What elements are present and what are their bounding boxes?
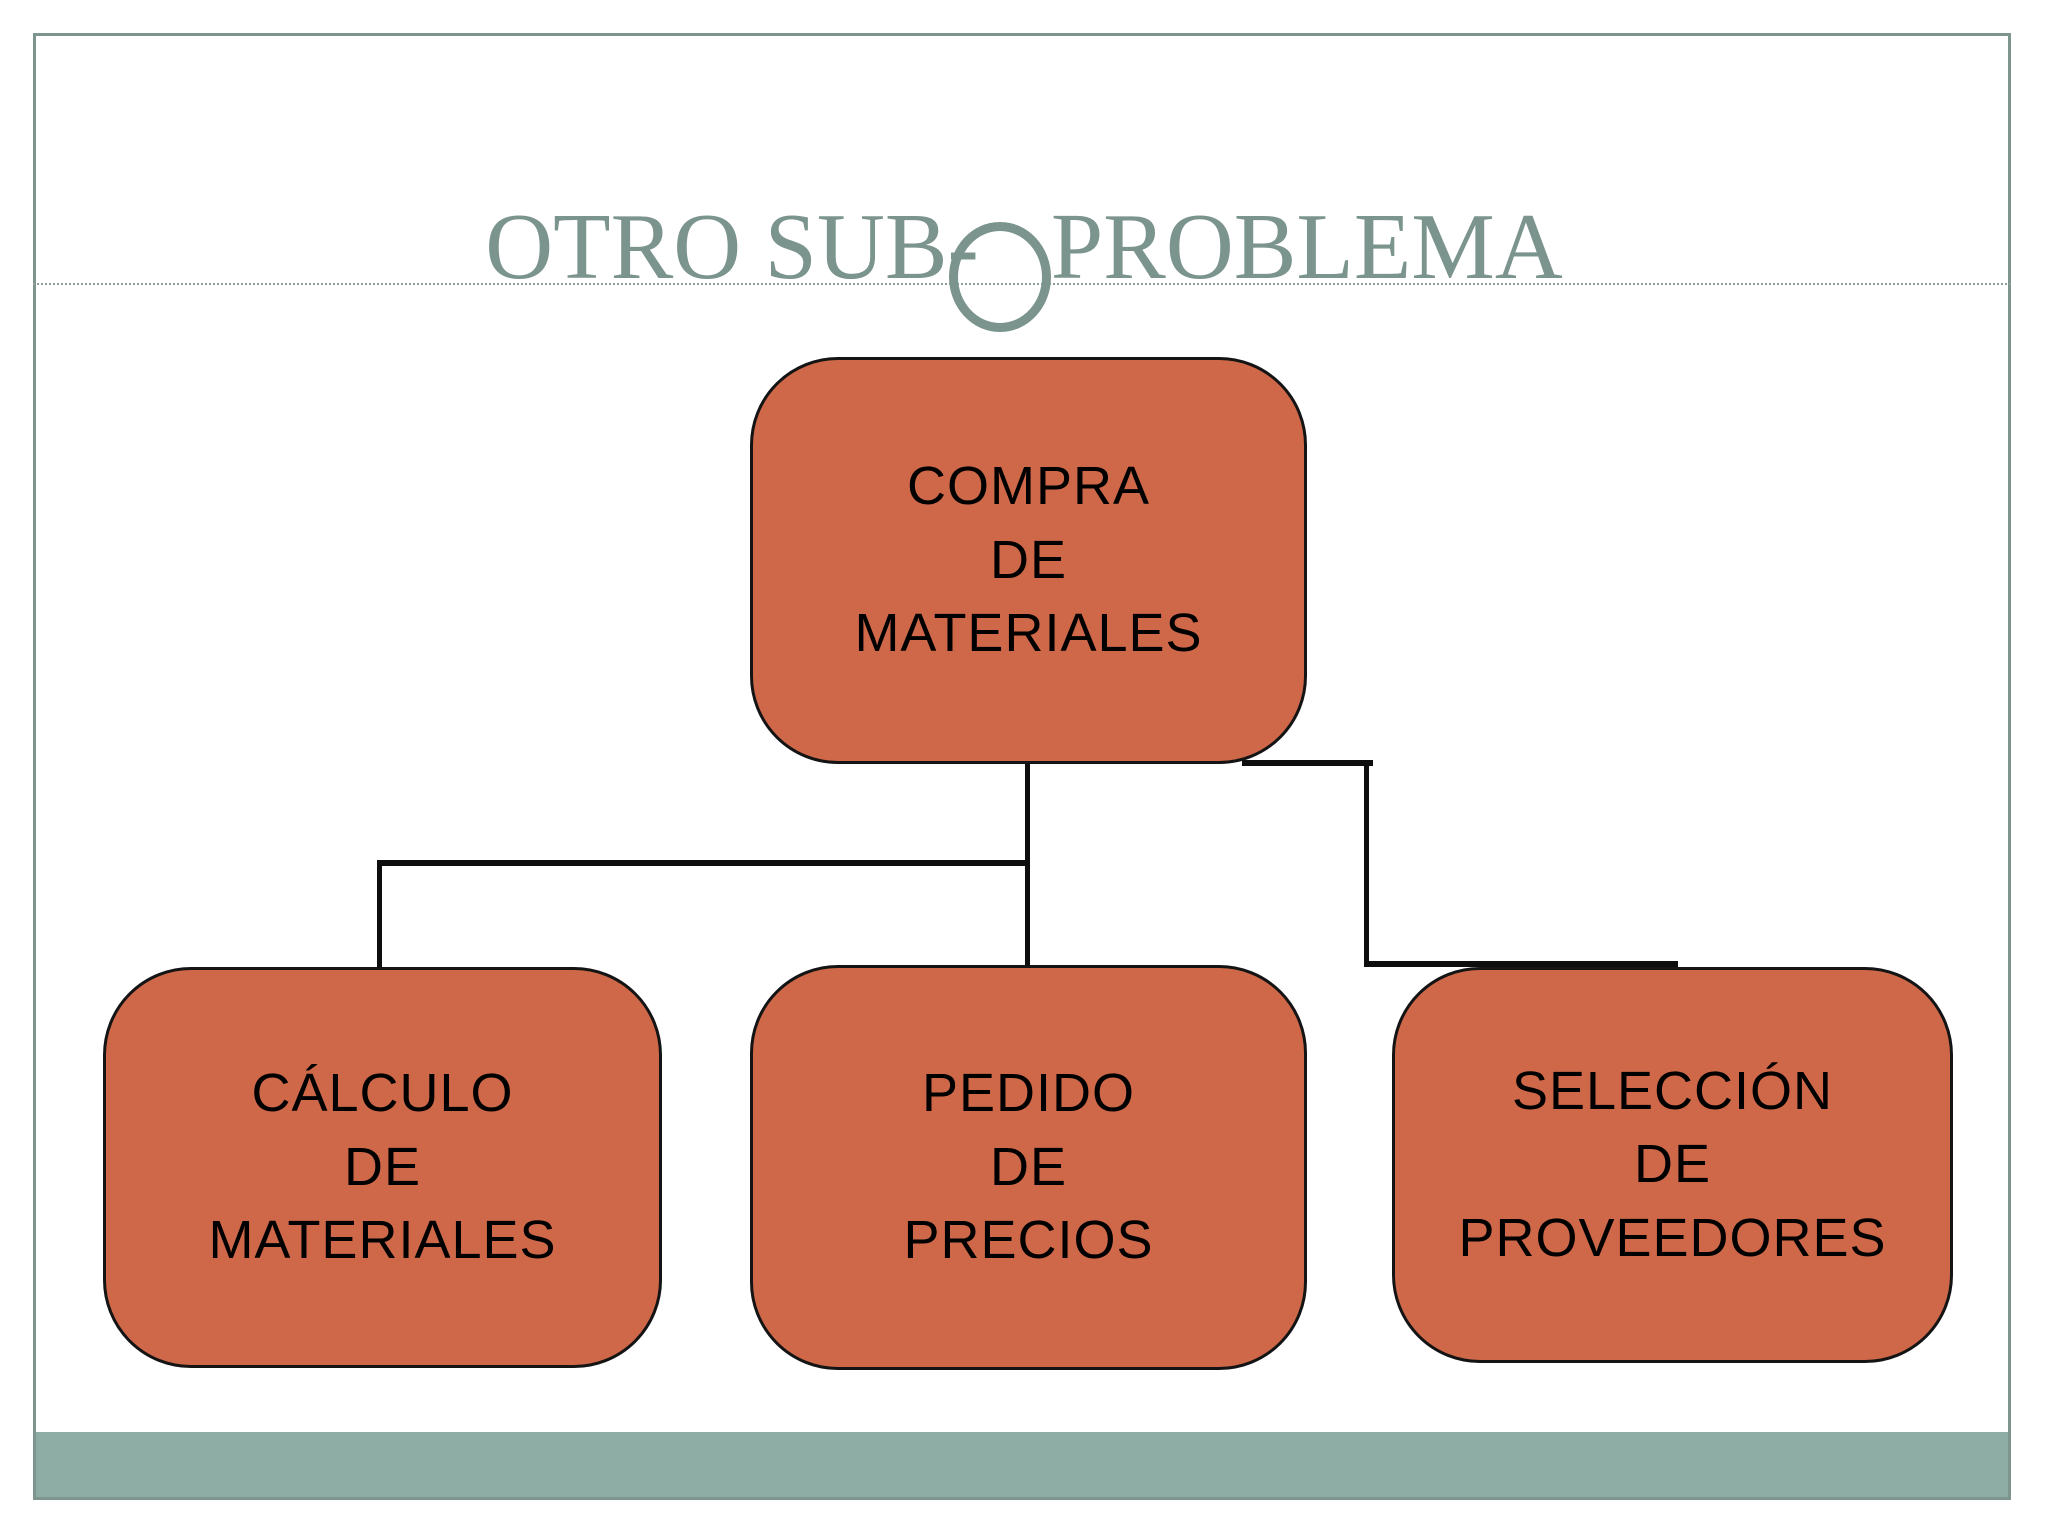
node-pedido-de-precios: PEDIDO DE PRECIOS xyxy=(750,965,1307,1370)
bottom-accent-bar xyxy=(36,1432,2008,1497)
node-compra-de-materiales: COMPRA DE MATERIALES xyxy=(750,357,1307,764)
connector-left-branch-vertical xyxy=(377,860,382,969)
connector-left-branch-horizontal xyxy=(377,860,1030,866)
page-title-text-before-ring: OTRO SUB- xyxy=(485,195,979,299)
slide-frame-border xyxy=(33,33,2011,1500)
ring-decoration-icon xyxy=(948,222,1051,332)
node-compra-de-materiales-label: COMPRA DE MATERIALES xyxy=(854,456,1203,664)
node-calculo-de-materiales-label: CÁLCULO DE MATERIALES xyxy=(208,1063,557,1271)
page-title-text-after-ring: PROBLEMA xyxy=(1050,195,1563,299)
connector-right-branch-top xyxy=(1242,760,1373,766)
node-pedido-de-precios-label: PEDIDO DE PRECIOS xyxy=(903,1063,1154,1271)
connector-right-branch-vertical xyxy=(1364,760,1369,967)
node-seleccion-de-proveedores: SELECCIÓN DE PROVEEDORES xyxy=(1392,967,1953,1363)
connector-root-to-middle xyxy=(1025,763,1030,969)
node-calculo-de-materiales: CÁLCULO DE MATERIALES xyxy=(103,967,662,1368)
page-title: OTRO SUB- PROBLEMA xyxy=(0,200,2048,332)
connector-right-branch-bottom xyxy=(1364,961,1678,967)
node-seleccion-de-proveedores-label: SELECCIÓN DE PROVEEDORES xyxy=(1458,1060,1887,1268)
